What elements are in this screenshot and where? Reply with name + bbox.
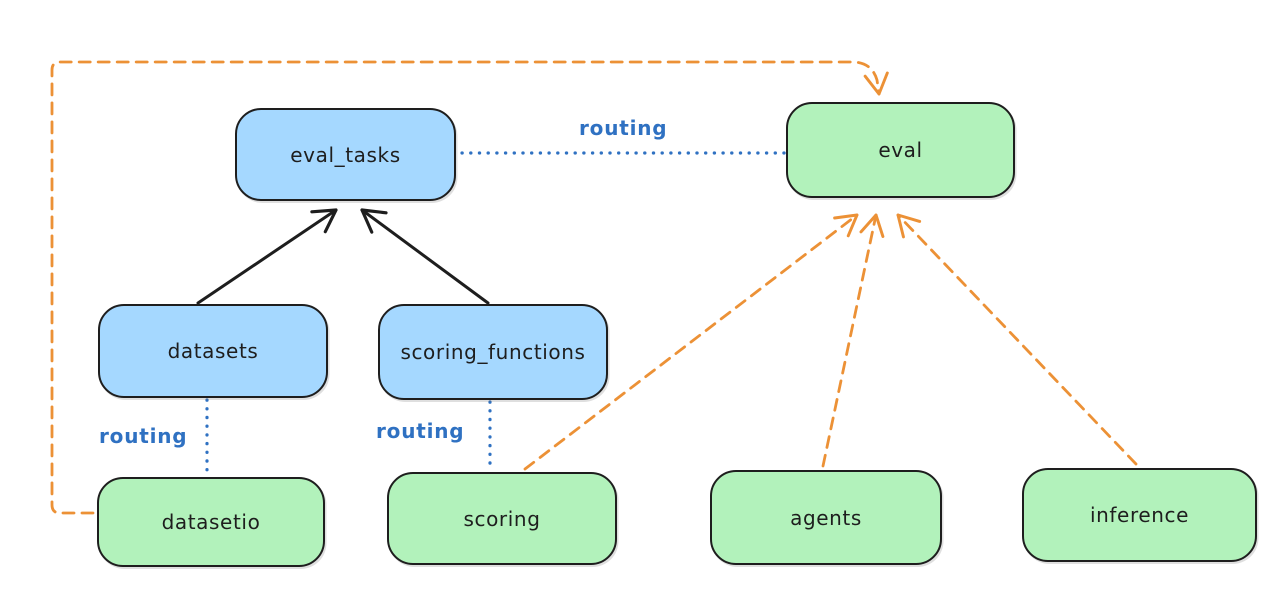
routing-label-eval-tasks-eval: routing (579, 116, 668, 140)
node-eval: eval (786, 102, 1015, 198)
node-label: datasets (167, 339, 259, 363)
node-label: eval (878, 138, 923, 162)
node-scoring-functions: scoring_functions (378, 304, 608, 400)
node-label: datasetio (161, 510, 261, 534)
edge-scoring-functions-to-eval-tasks (360, 208, 490, 305)
edge-inference-to-eval (896, 213, 1138, 466)
node-inference: inference (1022, 468, 1257, 562)
node-label: agents (790, 505, 862, 530)
edge-agents-to-eval (821, 213, 885, 468)
node-eval-tasks: eval_tasks (235, 108, 456, 201)
routing-label-datasets-datasetio: routing (99, 424, 188, 448)
node-label: scoring_functions (400, 340, 586, 364)
node-label: inference (1089, 503, 1190, 527)
node-label: scoring (463, 506, 541, 531)
edge-datasets-to-eval-tasks (196, 208, 338, 305)
node-agents: agents (710, 470, 942, 565)
node-datasetio: datasetio (97, 477, 325, 567)
node-scoring: scoring (387, 472, 617, 565)
node-datasets: datasets (98, 304, 328, 398)
routing-label-scoring-functions-scoring: routing (376, 419, 465, 443)
node-label: eval_tasks (290, 142, 401, 167)
